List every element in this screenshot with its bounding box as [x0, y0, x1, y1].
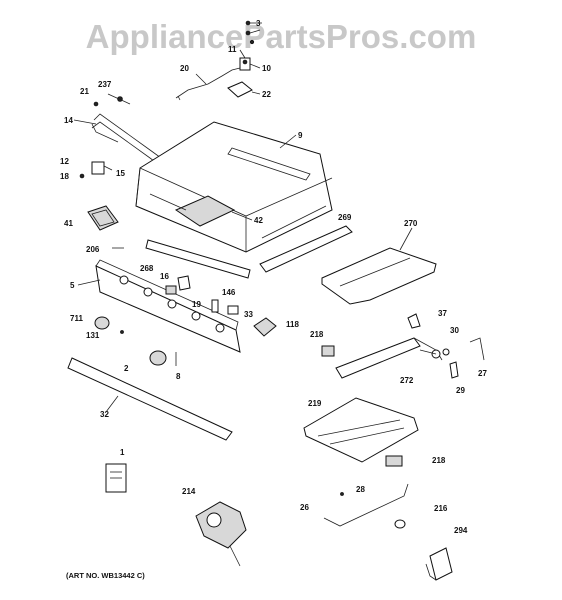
callout-3: 3 — [256, 19, 261, 28]
watermark-text: AppliancePartsPros.com — [86, 18, 477, 55]
callout-270: 270 — [404, 219, 418, 228]
callout-28: 28 — [356, 485, 365, 494]
callout-26: 26 — [300, 503, 309, 512]
small-parts-146-33-118 — [211, 299, 277, 337]
callout-12: 12 — [60, 157, 69, 166]
manual-1 — [105, 463, 127, 493]
knob-2 — [149, 350, 177, 366]
burner-base-219 — [303, 397, 419, 467]
callout-5: 5 — [70, 281, 75, 290]
manifold-panel-5 — [95, 259, 241, 353]
callout-1: 1 — [120, 448, 125, 457]
trim-strip-32 — [67, 357, 233, 441]
callout-146: 146 — [222, 288, 236, 297]
knob-711 — [94, 316, 124, 334]
art-number: (ART NO. WB13442 C) — [66, 571, 145, 580]
callout-15: 15 — [116, 169, 125, 178]
panels-269-270 — [259, 225, 437, 305]
right-burner-assembly — [321, 313, 485, 379]
callout-29: 29 — [456, 386, 465, 395]
callout-16: 16 — [160, 272, 169, 281]
bracket-268 — [145, 239, 251, 279]
callout-8: 8 — [176, 372, 181, 381]
callout-237: 237 — [98, 80, 112, 89]
grate-plate-41 — [87, 205, 119, 231]
callout-711: 711 — [70, 314, 83, 323]
callout-42: 42 — [254, 216, 263, 225]
callout-37: 37 — [438, 309, 447, 318]
callout-118: 118 — [286, 320, 299, 329]
callout-30: 30 — [450, 326, 459, 335]
switch-16 — [177, 275, 191, 291]
burner-valve-assembly — [175, 20, 262, 101]
callout-10: 10 — [262, 64, 271, 73]
callout-218-lower: 218 — [432, 456, 446, 465]
callout-22: 22 — [262, 90, 271, 99]
burner-box-tray — [135, 121, 333, 253]
callout-294: 294 — [454, 526, 468, 535]
callout-218-upper: 218 — [310, 330, 324, 339]
callout-19: 19 — [192, 300, 201, 309]
valve-clip-parts — [79, 161, 113, 179]
tube-26 — [323, 483, 409, 529]
callout-131: 131 — [86, 331, 100, 340]
callout-9: 9 — [298, 131, 303, 140]
callout-216: 216 — [434, 504, 448, 513]
callout-268: 268 — [140, 264, 154, 273]
callout-206: 206 — [86, 245, 100, 254]
callout-41: 41 — [64, 219, 73, 228]
callout-14: 14 — [64, 116, 73, 125]
callout-269: 269 — [338, 213, 352, 222]
callout-272: 272 — [400, 376, 414, 385]
callout-20: 20 — [180, 64, 189, 73]
ignition-module-214 — [195, 501, 247, 567]
callout-32: 32 — [100, 410, 109, 419]
callout-27: 27 — [478, 369, 487, 378]
callout-33: 33 — [244, 310, 253, 319]
callout-2: 2 — [124, 364, 129, 373]
callout-18: 18 — [60, 172, 69, 181]
callout-219: 219 — [308, 399, 322, 408]
callout-214: 214 — [182, 487, 196, 496]
bracket-294 — [425, 547, 453, 581]
callout-21: 21 — [80, 87, 89, 96]
callout-11: 11 — [228, 45, 237, 54]
